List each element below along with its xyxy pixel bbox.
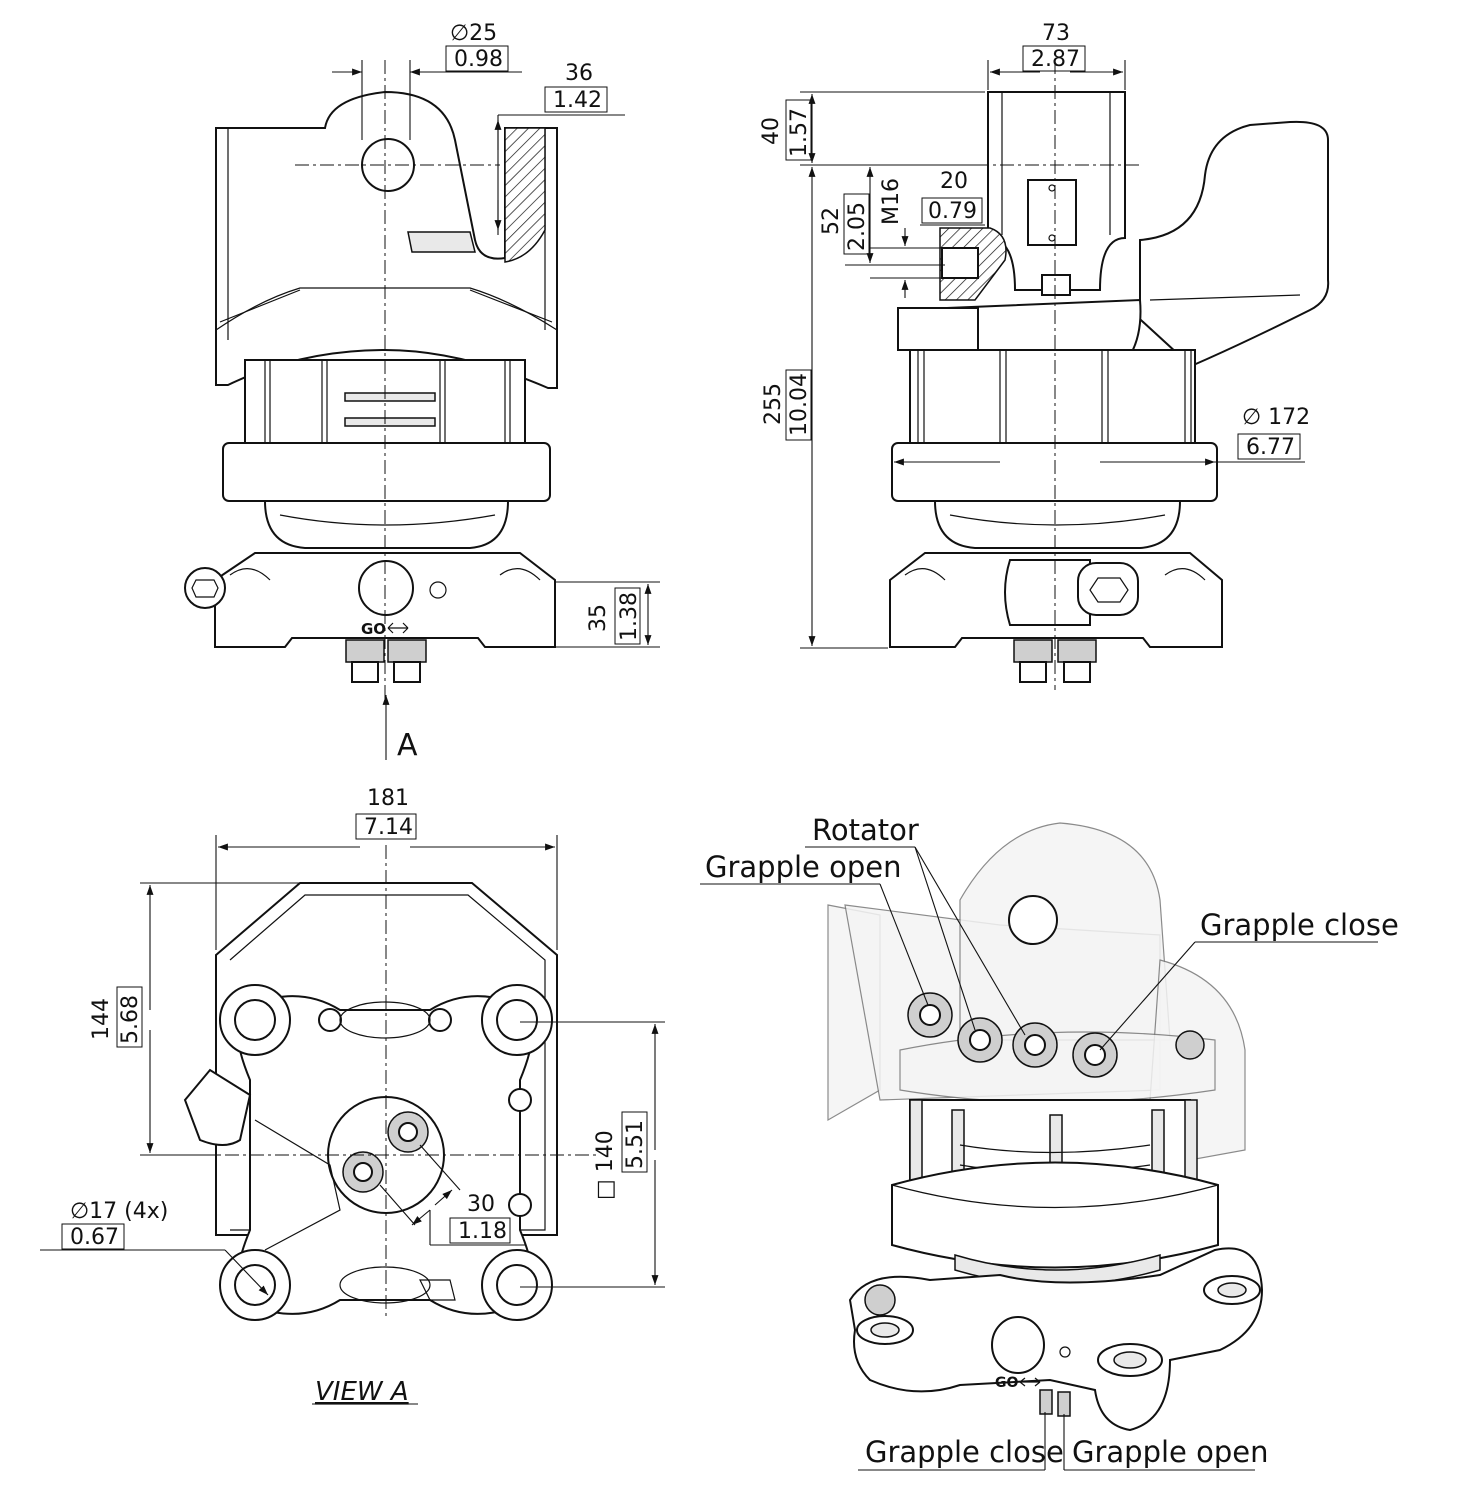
dim-side-thread-label: M16 — [879, 178, 904, 225]
dim-side-thread: M16 20 0.79 — [870, 169, 985, 298]
dim-view-a-square-in: 5.51 — [623, 1120, 648, 1169]
dim-pin-diameter: ∅25 0.98 — [332, 21, 522, 140]
dim-side-top-label: 40 — [759, 117, 784, 145]
label-rotator: Rotator — [812, 813, 919, 847]
front-fittings — [345, 639, 427, 683]
dim-hole-label: ∅17 (4x) — [70, 1199, 168, 1224]
side-view: 73 2.87 40 1.57 M16 20 0.79 — [759, 21, 1330, 690]
dim-side-bolt-in: 0.79 — [928, 199, 977, 224]
iso-port-marking: GO — [995, 1375, 1018, 1391]
dim-hole-in: 0.67 — [70, 1225, 119, 1250]
view-arrow-label: A — [397, 728, 418, 763]
dim-hole-diameter: ∅17 (4x) 0.67 — [40, 1199, 269, 1296]
label-grapple-open-bottom: Grapple open — [1072, 1435, 1268, 1469]
dim-plate-in: 1.42 — [553, 88, 602, 113]
dim-side-mid: 52 2.05 — [819, 164, 980, 266]
callout-rotator: Rotator — [805, 813, 1026, 1036]
dim-base-height-in: 1.38 — [617, 592, 642, 641]
dim-body-dia-label: ∅ 172 — [1242, 405, 1310, 430]
callout-grapple-close-bottom: Grapple close — [858, 1412, 1064, 1471]
label-grapple-close-bottom: Grapple close — [865, 1435, 1064, 1469]
dim-side-mid-in: 2.05 — [845, 202, 870, 251]
dim-plate-label: 36 — [565, 61, 593, 86]
dim-view-a-width: 181 7.14 — [215, 786, 558, 950]
dim-side-top-in: 1.57 — [787, 108, 812, 157]
iso-mount-holes — [856, 1275, 1261, 1377]
view-a: 181 7.14 144 5.68 □ 140 5.51 — [40, 786, 665, 1407]
dim-total-height-label: 255 — [761, 383, 786, 425]
dim-side-bolt-label: 20 — [940, 169, 968, 194]
dim-port-spacing-label: 30 — [467, 1192, 495, 1217]
dim-total-height: 255 10.04 — [761, 167, 888, 649]
dim-side-width: 73 2.87 — [987, 21, 1126, 90]
dim-side-width-label: 73 — [1042, 21, 1070, 46]
view-a-title: VIEW A — [315, 1377, 409, 1407]
front-port-marking: GO — [361, 620, 386, 638]
front-view: GO A ∅25 0.98 — [184, 21, 660, 763]
dim-body-dia-in: 6.77 — [1246, 435, 1295, 460]
bolt-heads — [318, 1008, 532, 1217]
dim-base-height: 35 1.38 — [555, 581, 660, 648]
label-grapple-close-top: Grapple close — [1200, 908, 1399, 942]
dim-pin-dia-label: ∅25 — [450, 21, 497, 46]
dim-side-top: 40 1.57 — [759, 91, 985, 166]
dim-pin-dia-in: 0.98 — [454, 47, 503, 72]
dim-body-diameter: ∅ 172 6.77 — [894, 405, 1310, 466]
dim-side-mid-label: 52 — [819, 207, 844, 235]
iso-view: GO Rotator Grapple open Grapple close Gr… — [700, 813, 1399, 1471]
mount-holes — [219, 984, 553, 1321]
callout-grapple-open-top: Grapple open — [700, 850, 929, 1006]
dim-base-height-label: 35 — [586, 604, 611, 632]
callout-grapple-close-top: Grapple close — [1099, 908, 1399, 1051]
dim-side-width-in: 2.87 — [1031, 47, 1080, 72]
side-fittings — [1013, 639, 1097, 683]
dim-view-a-width-label: 181 — [367, 786, 409, 811]
dim-view-a-width-in: 7.14 — [364, 815, 413, 840]
dim-view-a-square-label: □ 140 — [593, 1130, 618, 1200]
dim-port-spacing-in: 1.18 — [458, 1219, 507, 1244]
callout-grapple-open-bottom: Grapple open — [1063, 1414, 1268, 1471]
dim-view-a-height-in: 5.68 — [118, 995, 143, 1044]
dim-port-spacing: 30 1.18 — [379, 1144, 525, 1246]
dim-view-a-height: 144 5.68 — [89, 882, 300, 1156]
dim-plate: 36 1.42 — [494, 61, 625, 235]
dim-total-height-in: 10.04 — [787, 373, 812, 436]
view-a-ports — [342, 1111, 429, 1193]
dim-view-a-square: □ 140 5.51 — [520, 1021, 665, 1288]
dim-view-a-height-label: 144 — [89, 998, 114, 1040]
label-grapple-open-top: Grapple open — [705, 850, 901, 884]
